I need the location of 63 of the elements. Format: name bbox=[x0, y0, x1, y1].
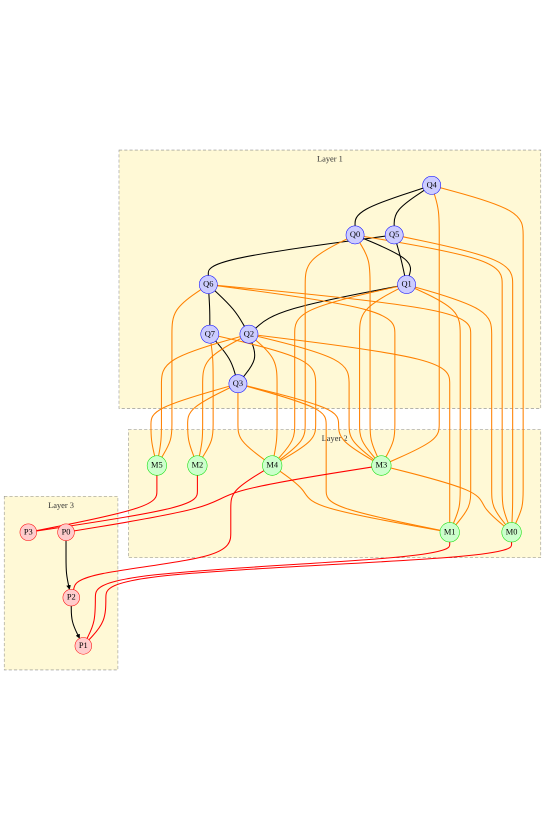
connector bbox=[390, 467, 504, 526]
connector bbox=[214, 290, 245, 327]
node-circle: Q5 bbox=[384, 226, 404, 244]
connector bbox=[208, 294, 210, 326]
node-circle: P3 bbox=[20, 524, 37, 541]
node-circle: M1 bbox=[440, 522, 460, 542]
node-circle: Q7 bbox=[200, 324, 220, 344]
node-circle: M3 bbox=[371, 456, 392, 476]
connector bbox=[280, 238, 348, 460]
node-circle: Q1 bbox=[397, 275, 416, 294]
node-circle: P1 bbox=[74, 637, 92, 654]
connector bbox=[396, 244, 406, 276]
connector bbox=[74, 466, 372, 532]
connector bbox=[88, 542, 512, 640]
connector bbox=[255, 340, 278, 456]
connector bbox=[359, 242, 378, 457]
node-circle: Q3 bbox=[228, 374, 248, 394]
connector bbox=[243, 342, 256, 377]
node-circle: M4 bbox=[262, 456, 282, 476]
connector bbox=[246, 386, 440, 531]
connector bbox=[86, 542, 450, 639]
node-circle: M0 bbox=[502, 522, 522, 542]
node-circle: M2 bbox=[187, 456, 208, 476]
connector bbox=[258, 336, 374, 460]
node-circle: P0 bbox=[57, 524, 75, 541]
connector bbox=[246, 385, 374, 461]
connector bbox=[218, 336, 316, 462]
connector bbox=[237, 392, 265, 460]
connector bbox=[280, 470, 440, 532]
connector bbox=[208, 236, 386, 276]
connector bbox=[150, 386, 230, 456]
connector bbox=[363, 238, 412, 276]
connector bbox=[73, 470, 264, 590]
connector bbox=[217, 285, 396, 458]
node-circle: Q4 bbox=[422, 176, 442, 195]
connector bbox=[258, 334, 450, 523]
connector bbox=[187, 387, 230, 457]
arrow bbox=[66, 540, 71, 590]
connector bbox=[440, 187, 524, 524]
connector bbox=[359, 288, 399, 458]
connector bbox=[415, 286, 506, 525]
connector bbox=[215, 340, 236, 376]
connector bbox=[414, 288, 461, 524]
connector bbox=[364, 236, 509, 524]
connector bbox=[36, 475, 198, 532]
connector bbox=[158, 336, 240, 456]
connector bbox=[394, 190, 424, 226]
connector bbox=[161, 289, 202, 458]
connector bbox=[402, 236, 514, 523]
connector bbox=[255, 286, 398, 329]
node-circle: P2 bbox=[62, 589, 80, 606]
node-circle: Q6 bbox=[198, 275, 218, 294]
connector bbox=[202, 343, 214, 458]
node-circle: M5 bbox=[146, 456, 167, 476]
connector bbox=[198, 338, 242, 456]
connector bbox=[278, 286, 398, 459]
node-circle: Q2 bbox=[240, 324, 258, 344]
connector bbox=[217, 284, 472, 526]
connector bbox=[354, 188, 424, 226]
arrow bbox=[70, 606, 80, 639]
connector bbox=[390, 194, 440, 462]
connector bbox=[36, 475, 158, 532]
node-circle: Q0 bbox=[346, 226, 364, 244]
